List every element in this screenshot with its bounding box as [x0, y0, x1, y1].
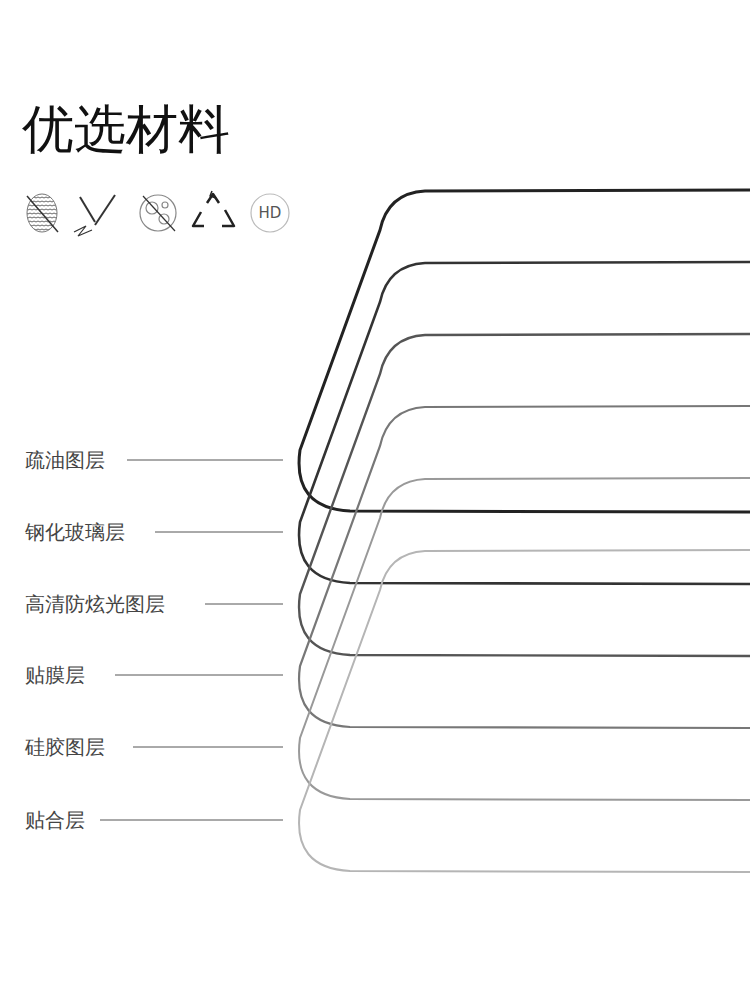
layer-label: 高清防炫光图层 — [25, 592, 165, 616]
layer-outlines — [299, 190, 750, 872]
layer-label: 钢化玻璃层 — [25, 520, 125, 544]
layer-label: 贴膜层 — [25, 663, 85, 687]
bubble-icon — [140, 195, 176, 231]
hd-badge: HD — [259, 204, 282, 222]
fingerprint-icon — [27, 194, 58, 232]
scratch-icon — [74, 195, 115, 236]
leader-lines — [100, 460, 283, 820]
page-title: 优选材料 — [22, 98, 230, 160]
layer-label: 贴合层 — [25, 808, 85, 832]
layer-label: 硅胶图层 — [25, 735, 105, 759]
hd-circle — [251, 194, 289, 232]
recycle-icon — [193, 191, 234, 226]
layer-label: 疏油图层 — [25, 448, 105, 472]
